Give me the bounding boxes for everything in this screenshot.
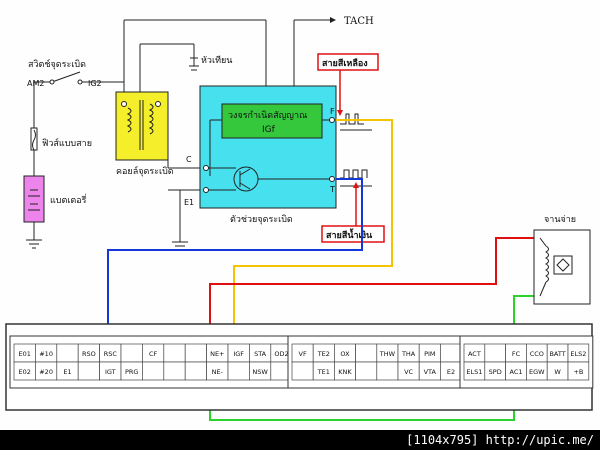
connector-pin-label: VF: [299, 350, 307, 358]
yellow-igf-wire: [233, 119, 393, 360]
connector-pin-label: THW: [379, 350, 396, 358]
connector-pin: [484, 343, 506, 363]
connector-pin-label: CCO: [530, 350, 544, 358]
footer-watermark: [1104x795] http://upic.me/: [406, 433, 594, 447]
fuse-label: ฟิวส์แบบสาย: [42, 137, 92, 149]
switch-contact-left: [49, 79, 55, 85]
connector-pin: [355, 361, 378, 381]
footer-bar: [1104x795] http://upic.me/: [0, 430, 600, 450]
spark-plug-icon: [189, 57, 199, 71]
ignition-coil-label: คอยล์จุดระเบิด: [116, 165, 174, 177]
connector-pin-label: CF: [149, 350, 158, 358]
connector-pin-label: W: [554, 368, 561, 376]
connector-pin-label: IGF: [233, 350, 244, 358]
transistor-icon: [233, 166, 259, 192]
connector-pin: [163, 361, 186, 381]
blue-igt-wire: [107, 178, 363, 388]
connector-pin-label: SPD: [489, 368, 502, 376]
c-terminal-label: C: [186, 155, 192, 164]
yellow-wire-label: สายสีเหลือง: [322, 57, 368, 69]
blue-wire-callout: [321, 225, 385, 243]
ig2-label: IG2: [88, 79, 102, 88]
connector-pin: [184, 361, 207, 381]
connector-pin: [142, 361, 165, 381]
connector-pin-label: BATT: [549, 350, 565, 358]
f-terminal-label: F: [330, 107, 335, 116]
connector-pin-label: ACT: [468, 350, 481, 358]
distributor-label: จานจ่าย: [544, 215, 576, 225]
connector-pin-label: PIM: [424, 350, 435, 358]
connector-pin-label: TE1: [317, 368, 330, 376]
connector-pin-label: VC: [404, 368, 413, 376]
connector-pin-label: THA: [401, 350, 416, 358]
connector-pin-label: KNK: [338, 368, 352, 376]
spark-plug-label: หัวเทียน: [201, 55, 232, 66]
yellow-wire-callout: [317, 53, 379, 71]
igt-waveform-icon: [340, 169, 368, 179]
switch-contact-right: [77, 79, 83, 85]
ignition-switch-label: สวิตช์จุดระเบิด: [28, 58, 86, 70]
connector-pin-label: E2: [447, 368, 455, 376]
connector-pin-label: #20: [39, 368, 53, 376]
connector-pin-label: STA: [254, 350, 267, 358]
connector-pin-label: PRG: [125, 368, 138, 376]
igf-circuit-label: IGf: [262, 125, 276, 135]
battery-branch: [26, 71, 124, 249]
am2-label: AM2: [27, 79, 44, 88]
pickup-coil-icon: [545, 245, 549, 283]
connector-pin: [440, 343, 462, 363]
connector-pin-label: +B: [573, 368, 583, 376]
connector-pin: [184, 343, 207, 363]
connector-pin-label: EGW: [529, 368, 545, 376]
connector-pin: [77, 361, 100, 381]
tach-arrow-icon: [330, 17, 336, 23]
connector-pin-label: VTA: [424, 368, 437, 376]
e1-terminal-label: E1: [184, 198, 194, 207]
battery-label: แบตเตอรี่: [50, 193, 87, 206]
connector-pin-label: OX: [340, 350, 350, 358]
connector-pin: [291, 361, 314, 381]
connector-pin-label: RSC: [104, 350, 118, 358]
connector-pin: [227, 361, 250, 381]
reluctor-icon: [553, 255, 573, 275]
igniter-wiring: [206, 19, 332, 191]
connector-pin: [567, 361, 590, 381]
connector-pin: [163, 343, 186, 363]
connector-pin-label: ELS2: [570, 350, 586, 358]
connector-pin-label: TE2: [317, 350, 330, 358]
connector-pin-label: NE+: [210, 350, 224, 358]
signal-circuit-label: วงจรกำเนิดสัญญาณ: [228, 110, 307, 121]
connector-pin-label: RSO: [82, 350, 96, 358]
connector-pin: [376, 361, 399, 381]
connector-pin-label: OD2: [274, 350, 288, 358]
connector-pin: [355, 343, 378, 363]
connector-pin-label: AC1: [509, 368, 522, 376]
igniter-label: ตัวช่วยจุดระเบิด: [230, 214, 293, 225]
connector-pin-label: IGT: [105, 368, 116, 376]
battery-icon: [23, 175, 45, 223]
connector-pin-label: E01: [19, 350, 31, 358]
connector-pin: [120, 343, 143, 363]
connector-pin-label: NSW: [252, 368, 268, 376]
tach-label: TACH: [344, 16, 374, 27]
connector-pin: [56, 343, 79, 363]
t-terminal-label: T: [329, 185, 335, 194]
diagram-paper: สวิตช์จุดระเบิด AM2 IG2 ฟิวส์แบบสาย แบตเ…: [0, 0, 600, 430]
connector-pin-label: ELS1: [466, 368, 482, 376]
connector-pin-label: NE-: [212, 368, 224, 376]
signal-circuit-box: [221, 103, 323, 139]
connector-pin-label: #10: [39, 350, 53, 358]
connector-pin-label: FC: [512, 350, 521, 358]
red-ne-plus-wire: [209, 237, 540, 364]
ignition-wiring-diagram: สวิตช์จุดระเบิด AM2 IG2 ฟิวส์แบบสาย แบตเ…: [5, 16, 594, 421]
connector-pin-label: E02: [19, 368, 31, 376]
connector-pin-label: E1: [63, 368, 71, 376]
